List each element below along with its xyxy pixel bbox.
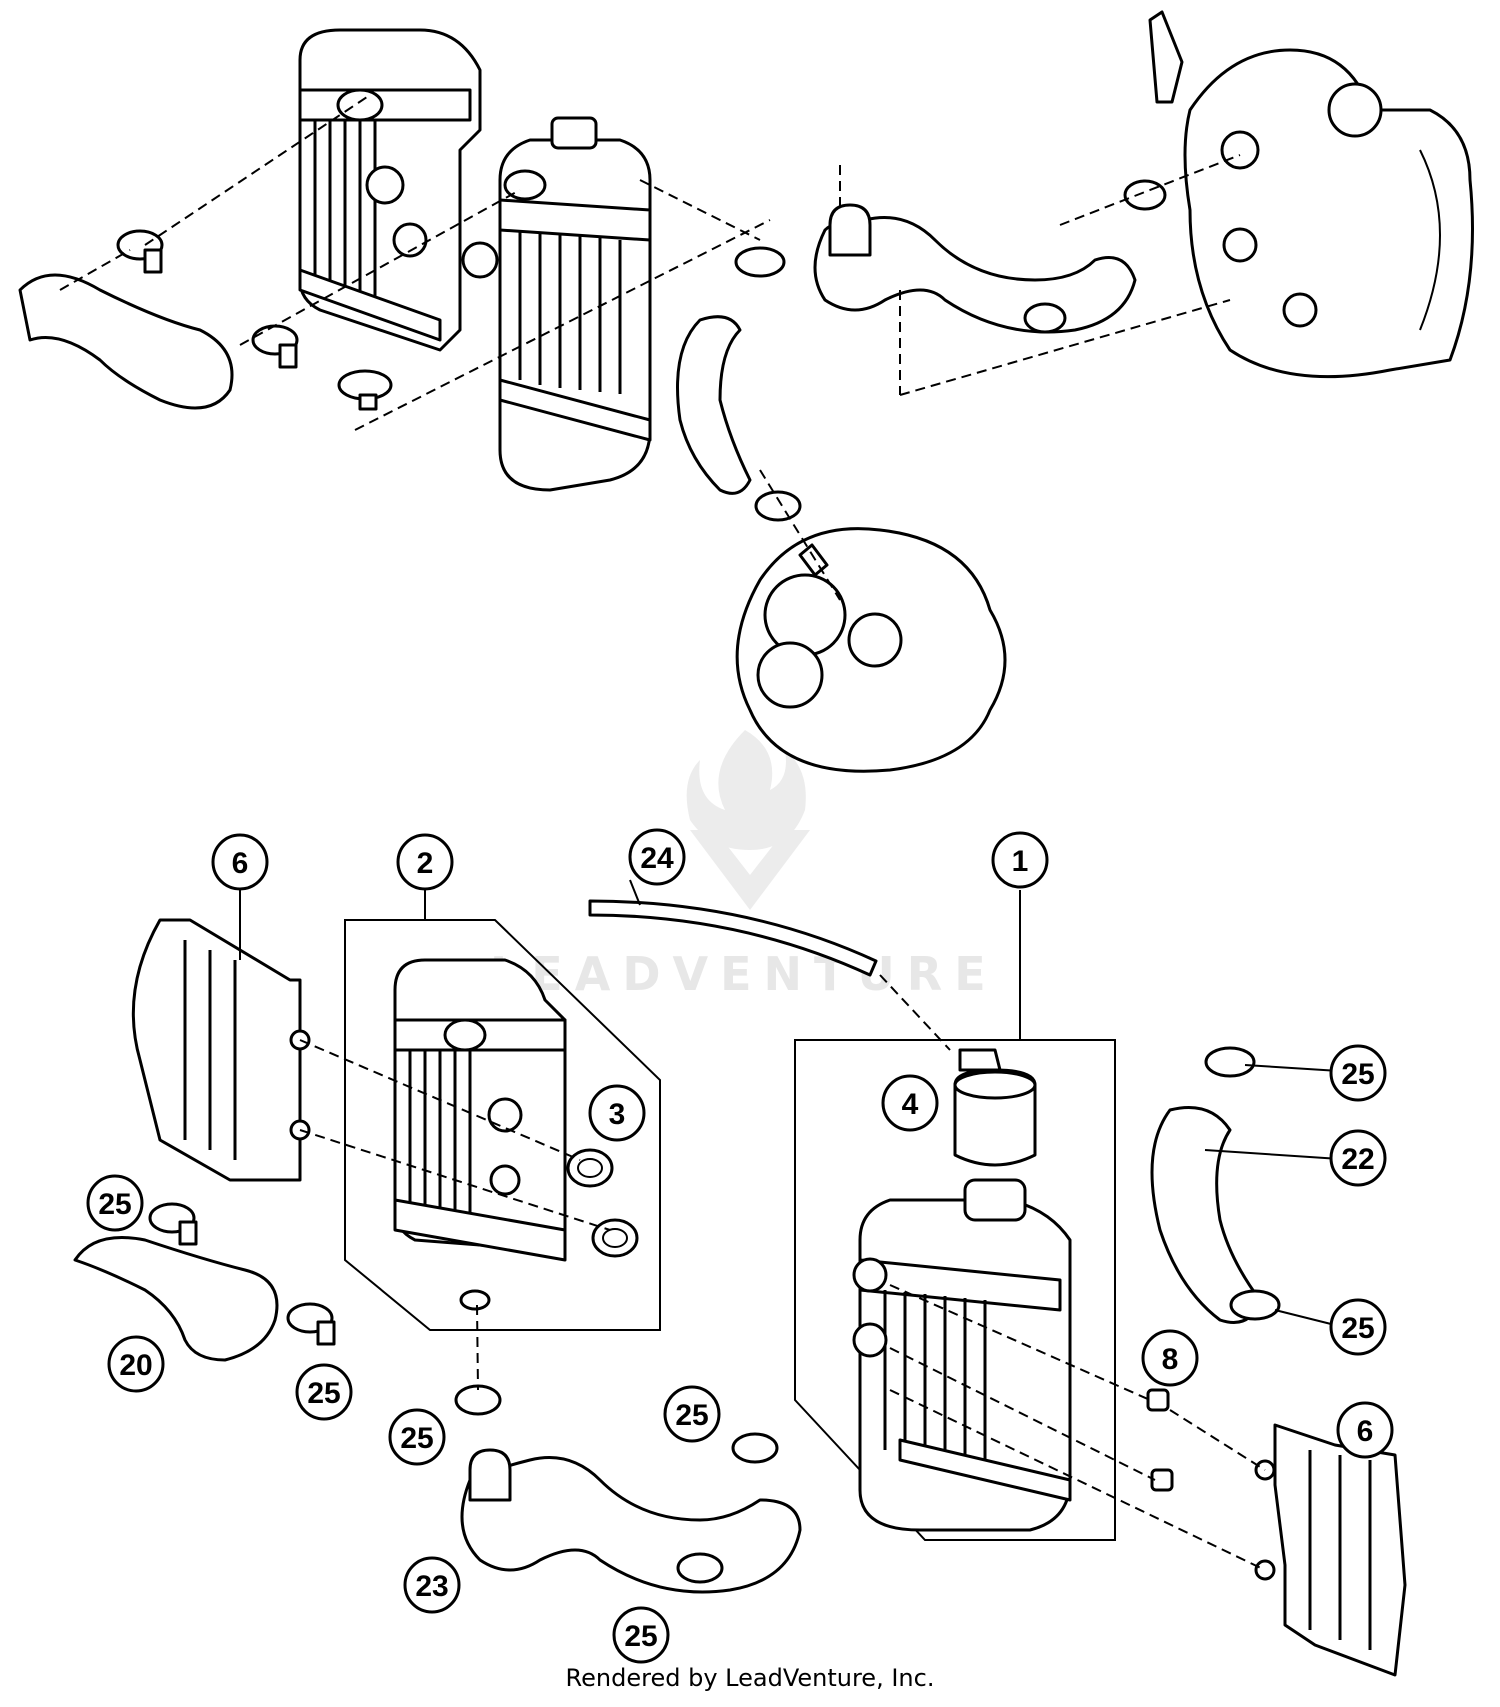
callout-24: 24: [628, 828, 686, 886]
callout-6-right: 6: [1336, 1401, 1394, 1459]
top-middle-radiator: [461, 116, 652, 492]
right-shroud-grommet-lower: [1254, 1559, 1276, 1581]
callout-4: 4: [881, 1074, 939, 1132]
svg-text:25: 25: [1341, 1058, 1374, 1091]
svg-text:2: 2: [417, 847, 434, 880]
top-right-clamp-upper: [1123, 179, 1167, 211]
svg-text:4: 4: [902, 1088, 919, 1121]
leadventure-watermark: LEADVENTURE: [490, 730, 998, 1001]
svg-text:20: 20: [119, 1349, 152, 1382]
cylinder-head: [735, 527, 1007, 773]
bolts: [1146, 1388, 1174, 1492]
callout-25-bottom: 25: [612, 1606, 670, 1664]
svg-text:3: 3: [609, 1098, 626, 1131]
top-leaders: [59, 94, 1241, 601]
svg-text:6: 6: [232, 847, 249, 880]
top-clamps-left: [116, 229, 393, 411]
svg-text:25: 25: [1341, 1312, 1374, 1345]
grommets: [566, 1148, 639, 1258]
left-lower-hose: [73, 1236, 279, 1362]
svg-text:1: 1: [1012, 845, 1029, 878]
top-left-radiator: [298, 28, 482, 352]
callout-25-left-upper: 25: [86, 1174, 144, 1232]
callout-3: 3: [588, 1084, 646, 1142]
water-pump-cover: [1148, 10, 1474, 379]
top-left-hose: [18, 273, 234, 410]
vent-hose: [588, 899, 878, 977]
svg-text:25: 25: [400, 1422, 433, 1455]
svg-text:25: 25: [675, 1399, 708, 1432]
svg-text:24: 24: [640, 842, 674, 875]
right-upper-hose: [1150, 1106, 1262, 1324]
right-clamp-upper: [1204, 1046, 1256, 1078]
bottom-clamp-top: [454, 1384, 502, 1416]
watermark-text: LEADVENTURE: [490, 947, 998, 1001]
callout-23: 23: [403, 1556, 461, 1614]
svg-text:25: 25: [98, 1188, 131, 1221]
svg-text:23: 23: [415, 1570, 448, 1603]
radiator-cap: [953, 1048, 1037, 1167]
callout-25-right-lower: 25: [1329, 1298, 1387, 1356]
top-center-hose: [676, 315, 752, 495]
right-clamp-lower: [1229, 1289, 1281, 1321]
top-center-clamp: [734, 246, 786, 278]
callout-8: 8: [1141, 1329, 1199, 1387]
svg-text:25: 25: [624, 1620, 657, 1653]
callout-25-right-upper: 25: [1329, 1044, 1387, 1102]
svg-text:6: 6: [1357, 1415, 1374, 1448]
bottom-leaders: [299, 974, 1266, 1571]
callout-22: 22: [1329, 1129, 1387, 1187]
bottom-clamp-right-lower: [676, 1552, 724, 1584]
callout-25-left-lower: 25: [295, 1363, 353, 1421]
right-radiator: [852, 1178, 1072, 1532]
svg-text:8: 8: [1162, 1343, 1179, 1376]
item-1-box: [794, 1039, 1116, 1541]
bottom-assembly: [73, 879, 1407, 1677]
bottom-clamp-right-upper: [731, 1432, 779, 1464]
left-radiator-shroud: [131, 918, 302, 1182]
svg-text:25: 25: [307, 1377, 340, 1410]
bottom-elbow-hose: [460, 1456, 802, 1594]
callout-25-bottom-left: 25: [388, 1408, 446, 1466]
callout-20: 20: [107, 1335, 165, 1393]
render-credit: Rendered by LeadVenture, Inc.: [565, 1664, 935, 1692]
top-right-hose: [813, 216, 1137, 334]
top-assembly: [18, 10, 1474, 773]
top-right-clamp-lower: [1023, 302, 1067, 334]
item-2-box: [344, 919, 661, 1331]
callout-2: 2: [396, 833, 454, 891]
svg-text:22: 22: [1341, 1143, 1374, 1176]
left-clamps: [148, 1202, 336, 1346]
cylinder-clamp: [754, 490, 802, 522]
callout-1: 1: [991, 831, 1049, 889]
callout-6-left: 6: [211, 833, 269, 891]
left-radiator: [393, 958, 567, 1311]
callout-25-bottom-right-upper: 25: [663, 1385, 721, 1443]
